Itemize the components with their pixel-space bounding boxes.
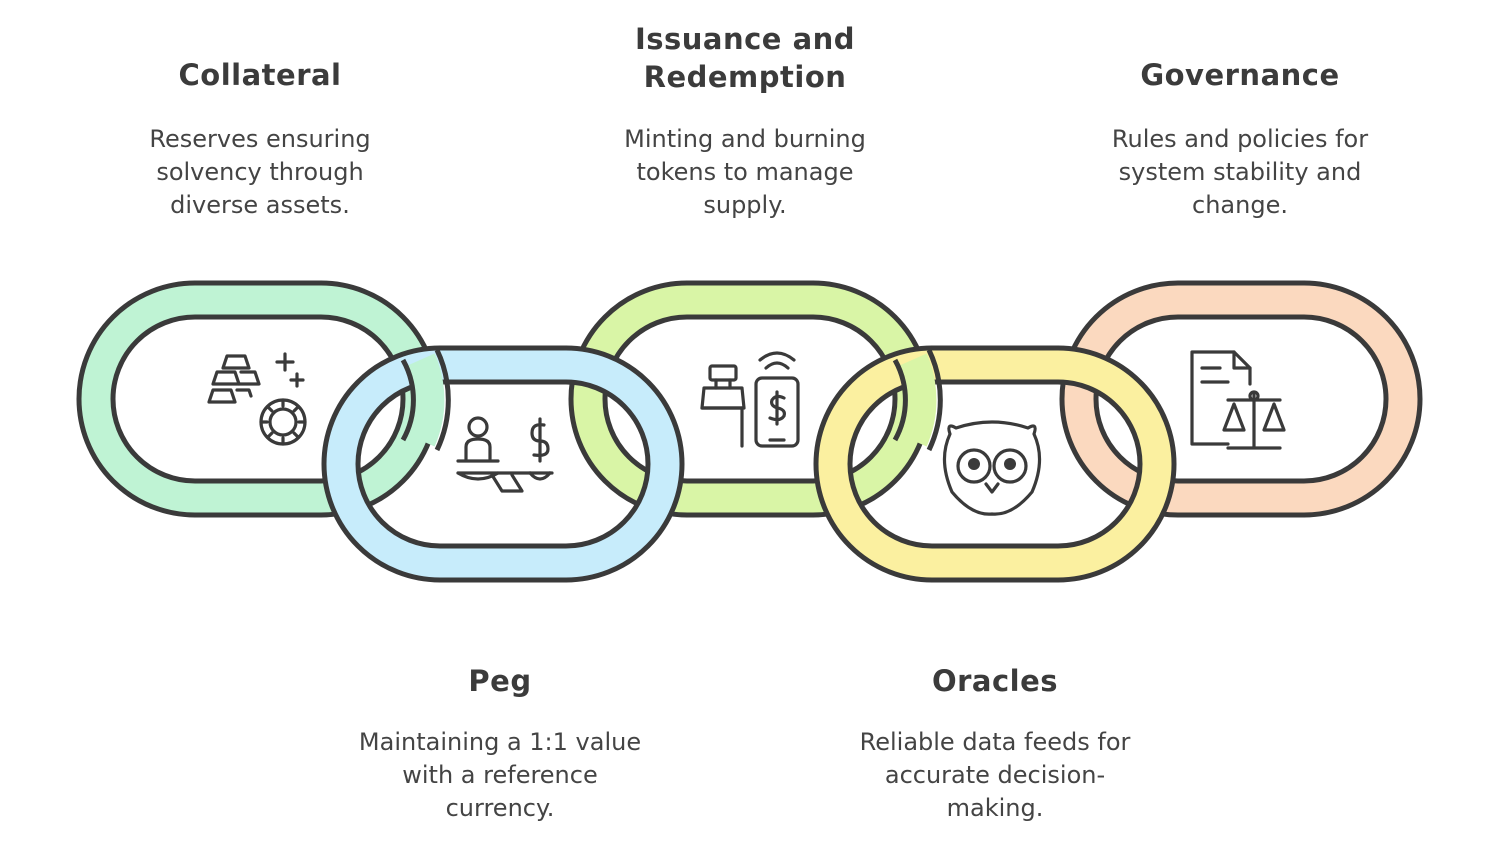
collateral-title: Collateral — [178, 58, 342, 92]
peg-description: Maintaining a 1:1 value with a reference… — [358, 728, 642, 822]
peg-link — [321, 345, 685, 583]
collateral-link-overlap — [400, 348, 451, 452]
peg-title: Peg — [468, 664, 532, 698]
issuance-label: Issuance and Redemption Minting and burn… — [585, 20, 905, 222]
oracles-description: Reliable data feeds for accurate decisio… — [859, 728, 1131, 822]
owl-icon — [942, 420, 1042, 516]
issuance-link-overlap — [892, 348, 943, 452]
governance-description: Rules and policies for system stability … — [1111, 125, 1369, 219]
issuance-description: Minting and burning tokens to manage sup… — [624, 125, 866, 219]
issuance-title: Issuance and Redemption — [634, 22, 856, 94]
collateral-label: Collateral Reserves ensuring solvency th… — [110, 56, 410, 222]
gold-bars-coin-icon — [207, 352, 307, 446]
oracles-title: Oracles — [931, 664, 1059, 698]
cash-register-phone-icon — [700, 351, 800, 448]
oracles-label: Oracles Reliable data feeds for accurate… — [830, 662, 1160, 825]
collateral-description: Reserves ensuring solvency through diver… — [149, 125, 371, 219]
governance-title: Governance — [1140, 58, 1340, 92]
oracles-link — [813, 345, 1177, 583]
governance-link — [1059, 280, 1423, 518]
peg-label: Peg Maintaining a 1:1 value with a refer… — [340, 662, 660, 825]
person-dollar-balance-icon — [456, 416, 554, 493]
document-scales-icon — [1190, 350, 1286, 450]
governance-label: Governance Rules and policies for system… — [1080, 56, 1400, 222]
